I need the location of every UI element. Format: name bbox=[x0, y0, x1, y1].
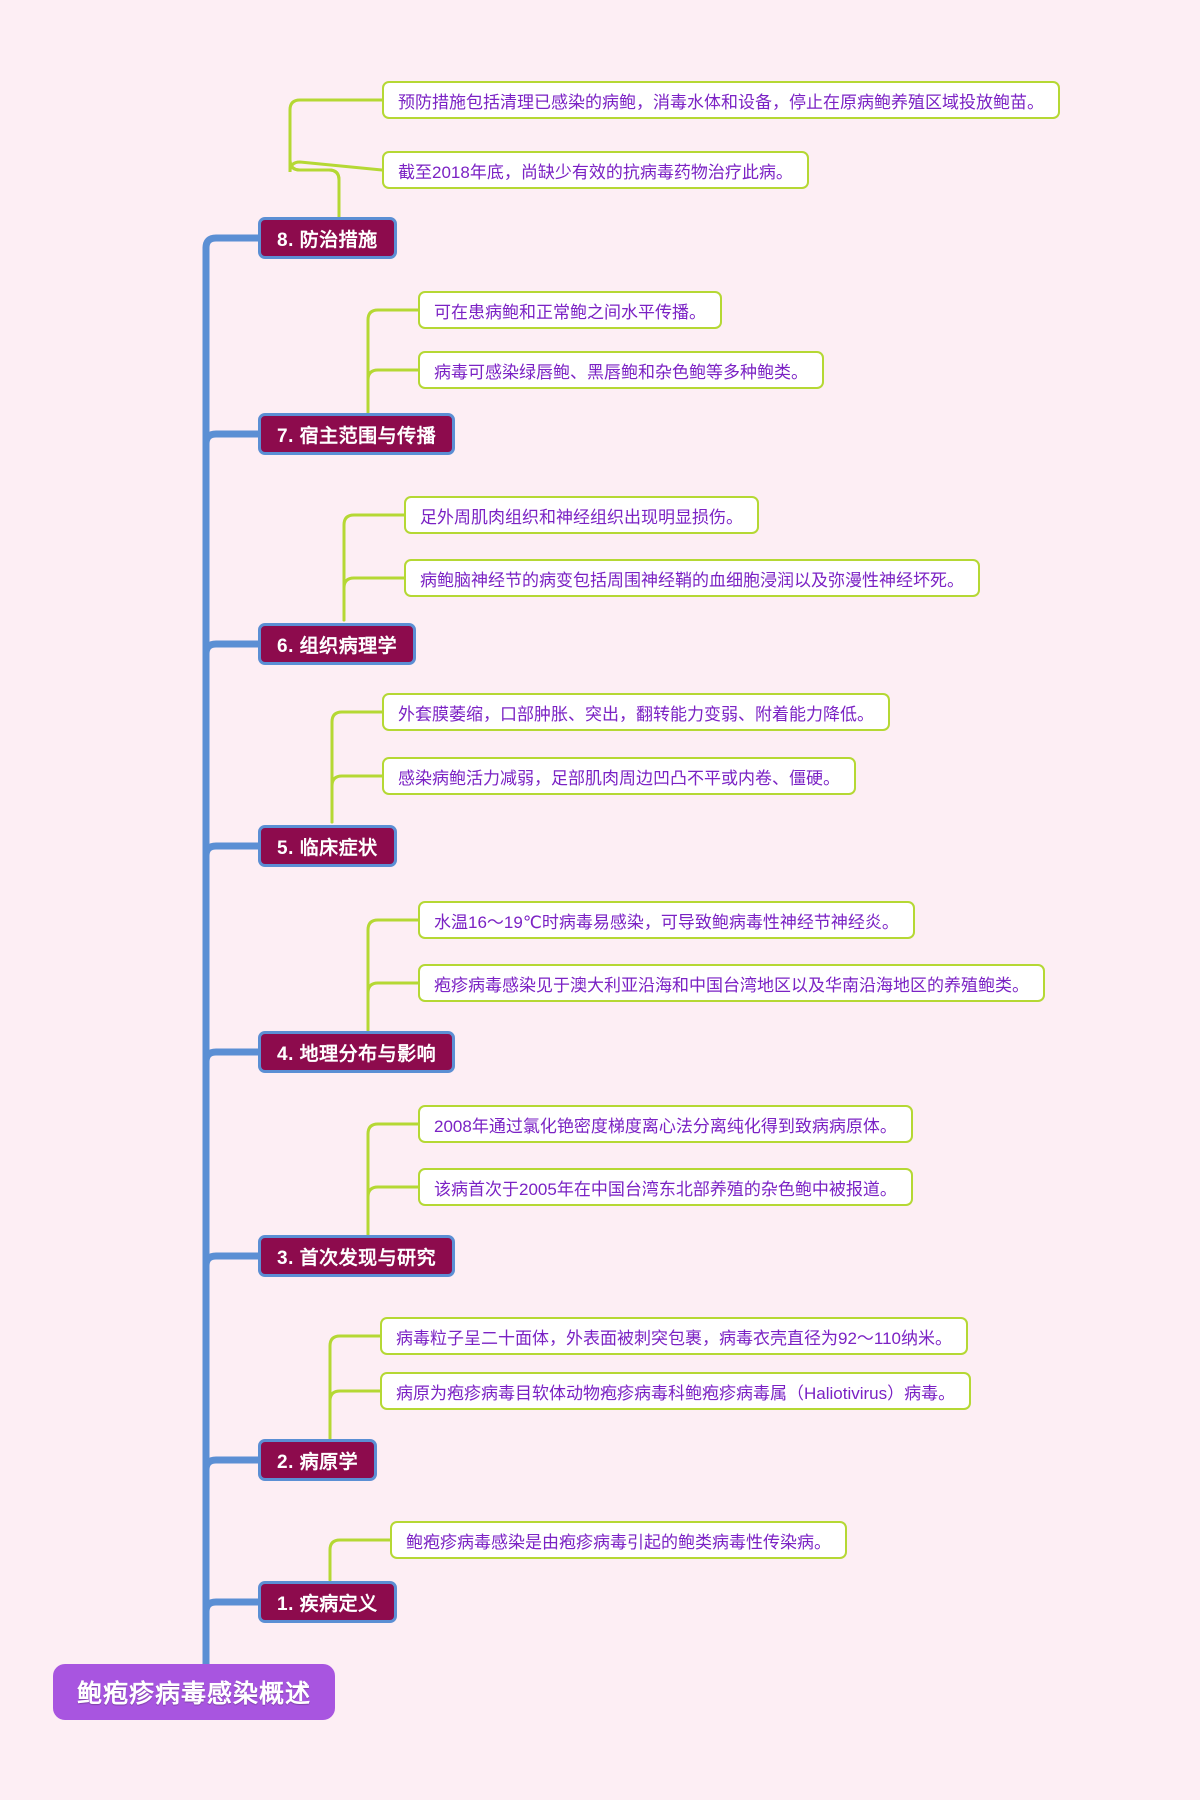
branch-node-6[interactable]: 6. 组织病理学 bbox=[258, 623, 417, 665]
branch-label: 5. 临床症状 bbox=[277, 837, 378, 859]
leaf-node[interactable]: 感染病鲍活力减弱，足部肌肉周边凹凸不平或内卷、僵硬。 bbox=[382, 757, 856, 795]
branch-label: 3. 首次发现与研究 bbox=[277, 1247, 437, 1269]
branch-label: 6. 组织病理学 bbox=[277, 635, 398, 657]
leaf-node[interactable]: 外套膜萎缩，口部肿胀、突出，翻转能力变弱、附着能力降低。 bbox=[382, 693, 890, 731]
leaf-node[interactable]: 病毒粒子呈二十面体，外表面被刺突包裹，病毒衣壳直径为92～110纳米。 bbox=[380, 1317, 969, 1355]
branch-label: 2. 病原学 bbox=[277, 1451, 359, 1473]
branch-label: 8. 防治措施 bbox=[277, 229, 378, 251]
leaf-node[interactable]: 截至2018年底，尚缺少有效的抗病毒药物治疗此病。 bbox=[382, 151, 809, 189]
branch-node-1[interactable]: 1. 疾病定义 bbox=[258, 1581, 397, 1623]
branch-label: 4. 地理分布与影响 bbox=[277, 1043, 437, 1065]
leaf-label: 病毒可感染绿唇鲍、黑唇鲍和杂色鲍等多种鲍类。 bbox=[434, 362, 808, 382]
leaf-label: 病鲍脑神经节的病变包括周围神经鞘的血细胞浸润以及弥漫性神经坏死。 bbox=[420, 570, 964, 590]
branch-node-3[interactable]: 3. 首次发现与研究 bbox=[258, 1235, 456, 1277]
leaf-label: 可在患病鲍和正常鲍之间水平传播。 bbox=[434, 302, 706, 322]
leaf-node[interactable]: 该病首次于2005年在中国台湾东北部养殖的杂色鲍中被报道。 bbox=[418, 1168, 913, 1206]
leaf-label: 水温16～19℃时病毒易感染，可导致鲍病毒性神经节神经炎。 bbox=[434, 912, 899, 932]
branch-node-5[interactable]: 5. 临床症状 bbox=[258, 825, 397, 867]
leaf-node[interactable]: 病鲍脑神经节的病变包括周围神经鞘的血细胞浸润以及弥漫性神经坏死。 bbox=[404, 559, 980, 597]
branch-node-4[interactable]: 4. 地理分布与影响 bbox=[258, 1031, 456, 1073]
leaf-label: 外套膜萎缩，口部肿胀、突出，翻转能力变弱、附着能力降低。 bbox=[398, 704, 874, 724]
leaf-node[interactable]: 2008年通过氯化铯密度梯度离心法分离纯化得到致病病原体。 bbox=[418, 1105, 913, 1143]
leaf-label: 鲍疱疹病毒感染是由疱疹病毒引起的鲍类病毒性传染病。 bbox=[406, 1532, 831, 1552]
leaf-label: 截至2018年底，尚缺少有效的抗病毒药物治疗此病。 bbox=[398, 162, 793, 182]
leaf-label: 2008年通过氯化铯密度梯度离心法分离纯化得到致病病原体。 bbox=[434, 1116, 897, 1136]
branch-label: 7. 宿主范围与传播 bbox=[277, 425, 437, 447]
leaf-node[interactable]: 鲍疱疹病毒感染是由疱疹病毒引起的鲍类病毒性传染病。 bbox=[390, 1521, 847, 1559]
root-label: 鲍疱疹病毒感染概述 bbox=[77, 1680, 312, 1708]
branch-label: 1. 疾病定义 bbox=[277, 1593, 378, 1615]
leaf-label: 病毒粒子呈二十面体，外表面被刺突包裹，病毒衣壳直径为92～110纳米。 bbox=[396, 1328, 953, 1348]
branch-node-8[interactable]: 8. 防治措施 bbox=[258, 217, 397, 259]
leaf-node[interactable]: 病原为疱疹病毒目软体动物疱疹病毒科鲍疱疹病毒属（Haliotivirus）病毒。 bbox=[380, 1372, 972, 1410]
leaf-node[interactable]: 水温16～19℃时病毒易感染，可导致鲍病毒性神经节神经炎。 bbox=[418, 901, 915, 939]
leaf-node[interactable]: 可在患病鲍和正常鲍之间水平传播。 bbox=[418, 291, 722, 329]
leaf-node[interactable]: 病毒可感染绿唇鲍、黑唇鲍和杂色鲍等多种鲍类。 bbox=[418, 351, 824, 389]
leaf-label: 感染病鲍活力减弱，足部肌肉周边凹凸不平或内卷、僵硬。 bbox=[398, 768, 840, 788]
leaf-label: 该病首次于2005年在中国台湾东北部养殖的杂色鲍中被报道。 bbox=[434, 1179, 897, 1199]
root-node[interactable]: 鲍疱疹病毒感染概述 bbox=[53, 1664, 336, 1720]
leaf-label: 病原为疱疹病毒目软体动物疱疹病毒科鲍疱疹病毒属（Haliotivirus）病毒。 bbox=[396, 1383, 956, 1403]
leaf-label: 预防措施包括清理已感染的病鲍，消毒水体和设备，停止在原病鲍养殖区域投放鲍苗。 bbox=[398, 92, 1044, 112]
branch-node-7[interactable]: 7. 宿主范围与传播 bbox=[258, 413, 456, 455]
leaf-node[interactable]: 疱疹病毒感染见于澳大利亚沿海和中国台湾地区以及华南沿海地区的养殖鲍类。 bbox=[418, 964, 1045, 1002]
leaf-node[interactable]: 预防措施包括清理已感染的病鲍，消毒水体和设备，停止在原病鲍养殖区域投放鲍苗。 bbox=[382, 81, 1060, 119]
leaf-label: 足外周肌肉组织和神经组织出现明显损伤。 bbox=[420, 507, 743, 527]
leaf-node[interactable]: 足外周肌肉组织和神经组织出现明显损伤。 bbox=[404, 496, 759, 534]
leaf-label: 疱疹病毒感染见于澳大利亚沿海和中国台湾地区以及华南沿海地区的养殖鲍类。 bbox=[434, 975, 1029, 995]
branch-node-2[interactable]: 2. 病原学 bbox=[258, 1439, 378, 1481]
